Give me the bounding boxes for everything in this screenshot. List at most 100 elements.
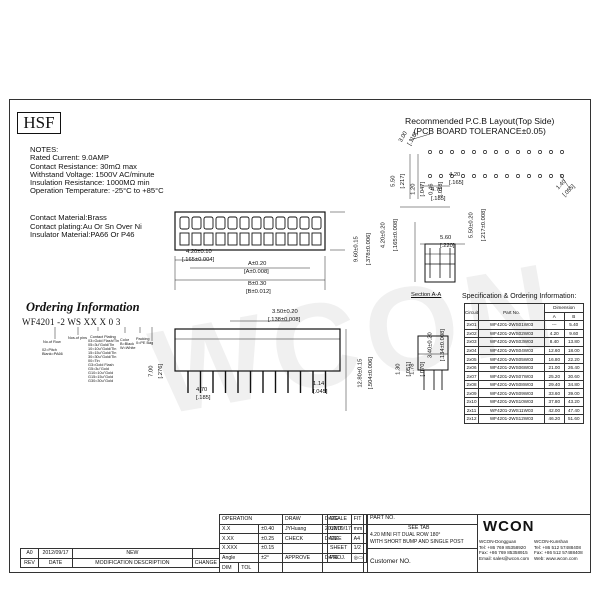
spec-cell: 13.80 [563,337,585,347]
connector-cavity [251,216,262,230]
spec-cell: 2x09 [463,388,480,398]
spec-header-dimension: Dimension [544,303,584,313]
pcb-hole [439,174,443,178]
profile-dim-e: 3.40±0.20 [427,332,434,359]
company-line: Web: www.wcon.com [534,555,578,561]
pcb-hole [494,150,498,154]
spec-cell: 2x10 [463,397,480,407]
materials-block: Contact Material:Brass Contact plating:A… [30,213,142,240]
pcb-hole [516,174,520,178]
spec-cell: 2x02 [463,328,480,339]
title-block-right [367,514,591,573]
tb-line [367,524,477,525]
tb-sheet: 1/2 [350,543,368,554]
side-dim-c: 1.14 [313,381,325,387]
wcon-logo: WCON [483,518,535,535]
legend-item: Blank=PA66 [42,352,63,356]
tb-part-label: PART NO. [370,515,395,521]
spec-cell: --- [544,320,565,330]
spec-header-b: B [563,311,585,322]
tb-sheet-label: SHEET [327,543,352,554]
profile-dim-g-in: [.070] [420,361,427,377]
company-left: WCON-Dongguan Tel: +86 769 85358920 Fax:… [479,539,529,561]
pcb-hole [428,150,432,154]
front-dim-b: B±0.30 [248,281,267,287]
connector-cavity [239,216,250,230]
pcb-hole [472,174,476,178]
tb-proj-symbol: ◎▭ [350,552,368,564]
legend-item: 03=Gold Flash/Tin [88,339,119,343]
spec-cell: WF4201-2WS04W03 [478,345,546,356]
tb-title-2: WITH SHORT BUMP AND SINGLE POST [370,539,464,545]
side-profile-drawing [417,335,449,390]
side-dim-d: 12.80±0.15 [357,358,364,388]
connector-cavity [203,232,214,246]
ordering-title: Ordering Information [26,300,140,314]
pcb-dim-420-in: [.165] [449,180,464,186]
company-line: Fax: +86 512 57488408 [534,550,583,556]
spec-cell: 51.60 [563,414,585,424]
spec-header-circuit: Circuit [463,302,480,322]
pcb-dim-120-in: [.047] [420,181,427,197]
hsf-logo: HSF [17,112,61,134]
pcb-hole [560,174,564,178]
spec-cell: 37.80 [544,397,565,407]
pcb-hole [439,150,443,154]
pcb-hole [483,174,487,178]
company-line: Tel: +86 769 85358920 [479,544,526,550]
company-line: WCON-Kunshan [534,539,569,544]
tb-tol-value: ±2° [258,552,283,564]
rev-header: REV [20,557,39,569]
spec-cell: WF4201-2WS03W03 [478,337,546,347]
pcb-hole [560,150,564,154]
pcb-hole [538,150,542,154]
legend-item: 0=PE Bag [136,341,154,345]
tb-proj-label: PROJ. [327,552,352,564]
legend-item: B=Black [120,342,135,346]
tb-customer-no: Customer NO. [370,558,411,565]
front-dim-a: A±0.20 [248,261,267,267]
tb-blank [281,543,323,554]
legend-item: G3=Gold Flash [88,363,114,367]
pcb-dim-120: 1.20 [410,183,417,195]
rev-change-cell [191,548,221,559]
legend-item: G10=10u"Gold [88,371,114,375]
section-dim-p1: 5.60 [440,235,452,241]
side-dim-b: 4.70 [196,387,208,393]
connector-cavity [239,232,250,246]
rev-cell: A0 [20,548,39,559]
legend-item: G15=15u"Gold [88,375,114,379]
legend-item: 30=30u"Gold/Tin [88,355,117,359]
spec-cell: 42.00 [544,405,565,416]
spec-cell: WF4201-2WS11W03 [478,405,546,416]
tb-check: CHECK [281,533,323,545]
connector-cavity [215,216,226,230]
spec-header-a: A [544,311,565,322]
profile-dim-f: 1.30 [395,363,402,375]
tb-dim-label: DIM [218,562,240,574]
pcb-hole [472,150,476,154]
tb-line [367,548,477,549]
spec-cell: 22.20 [563,354,585,364]
tb-tol-label-2: TOL [238,562,260,574]
connector-cavity [227,216,238,230]
material-line: Contact plating:Au Or Sn Over Ni [30,221,142,231]
connector-cavity [227,232,238,246]
tb-unit: mm [350,523,368,535]
front-dim-a-in: [A±0.008] [244,269,269,275]
note-line: Withstand Voltage: 1500V AC/minute [30,169,155,179]
legend-item: 00=Tin [88,359,100,363]
legend-item: No.of Row [43,340,61,344]
pcb-hole [461,174,465,178]
